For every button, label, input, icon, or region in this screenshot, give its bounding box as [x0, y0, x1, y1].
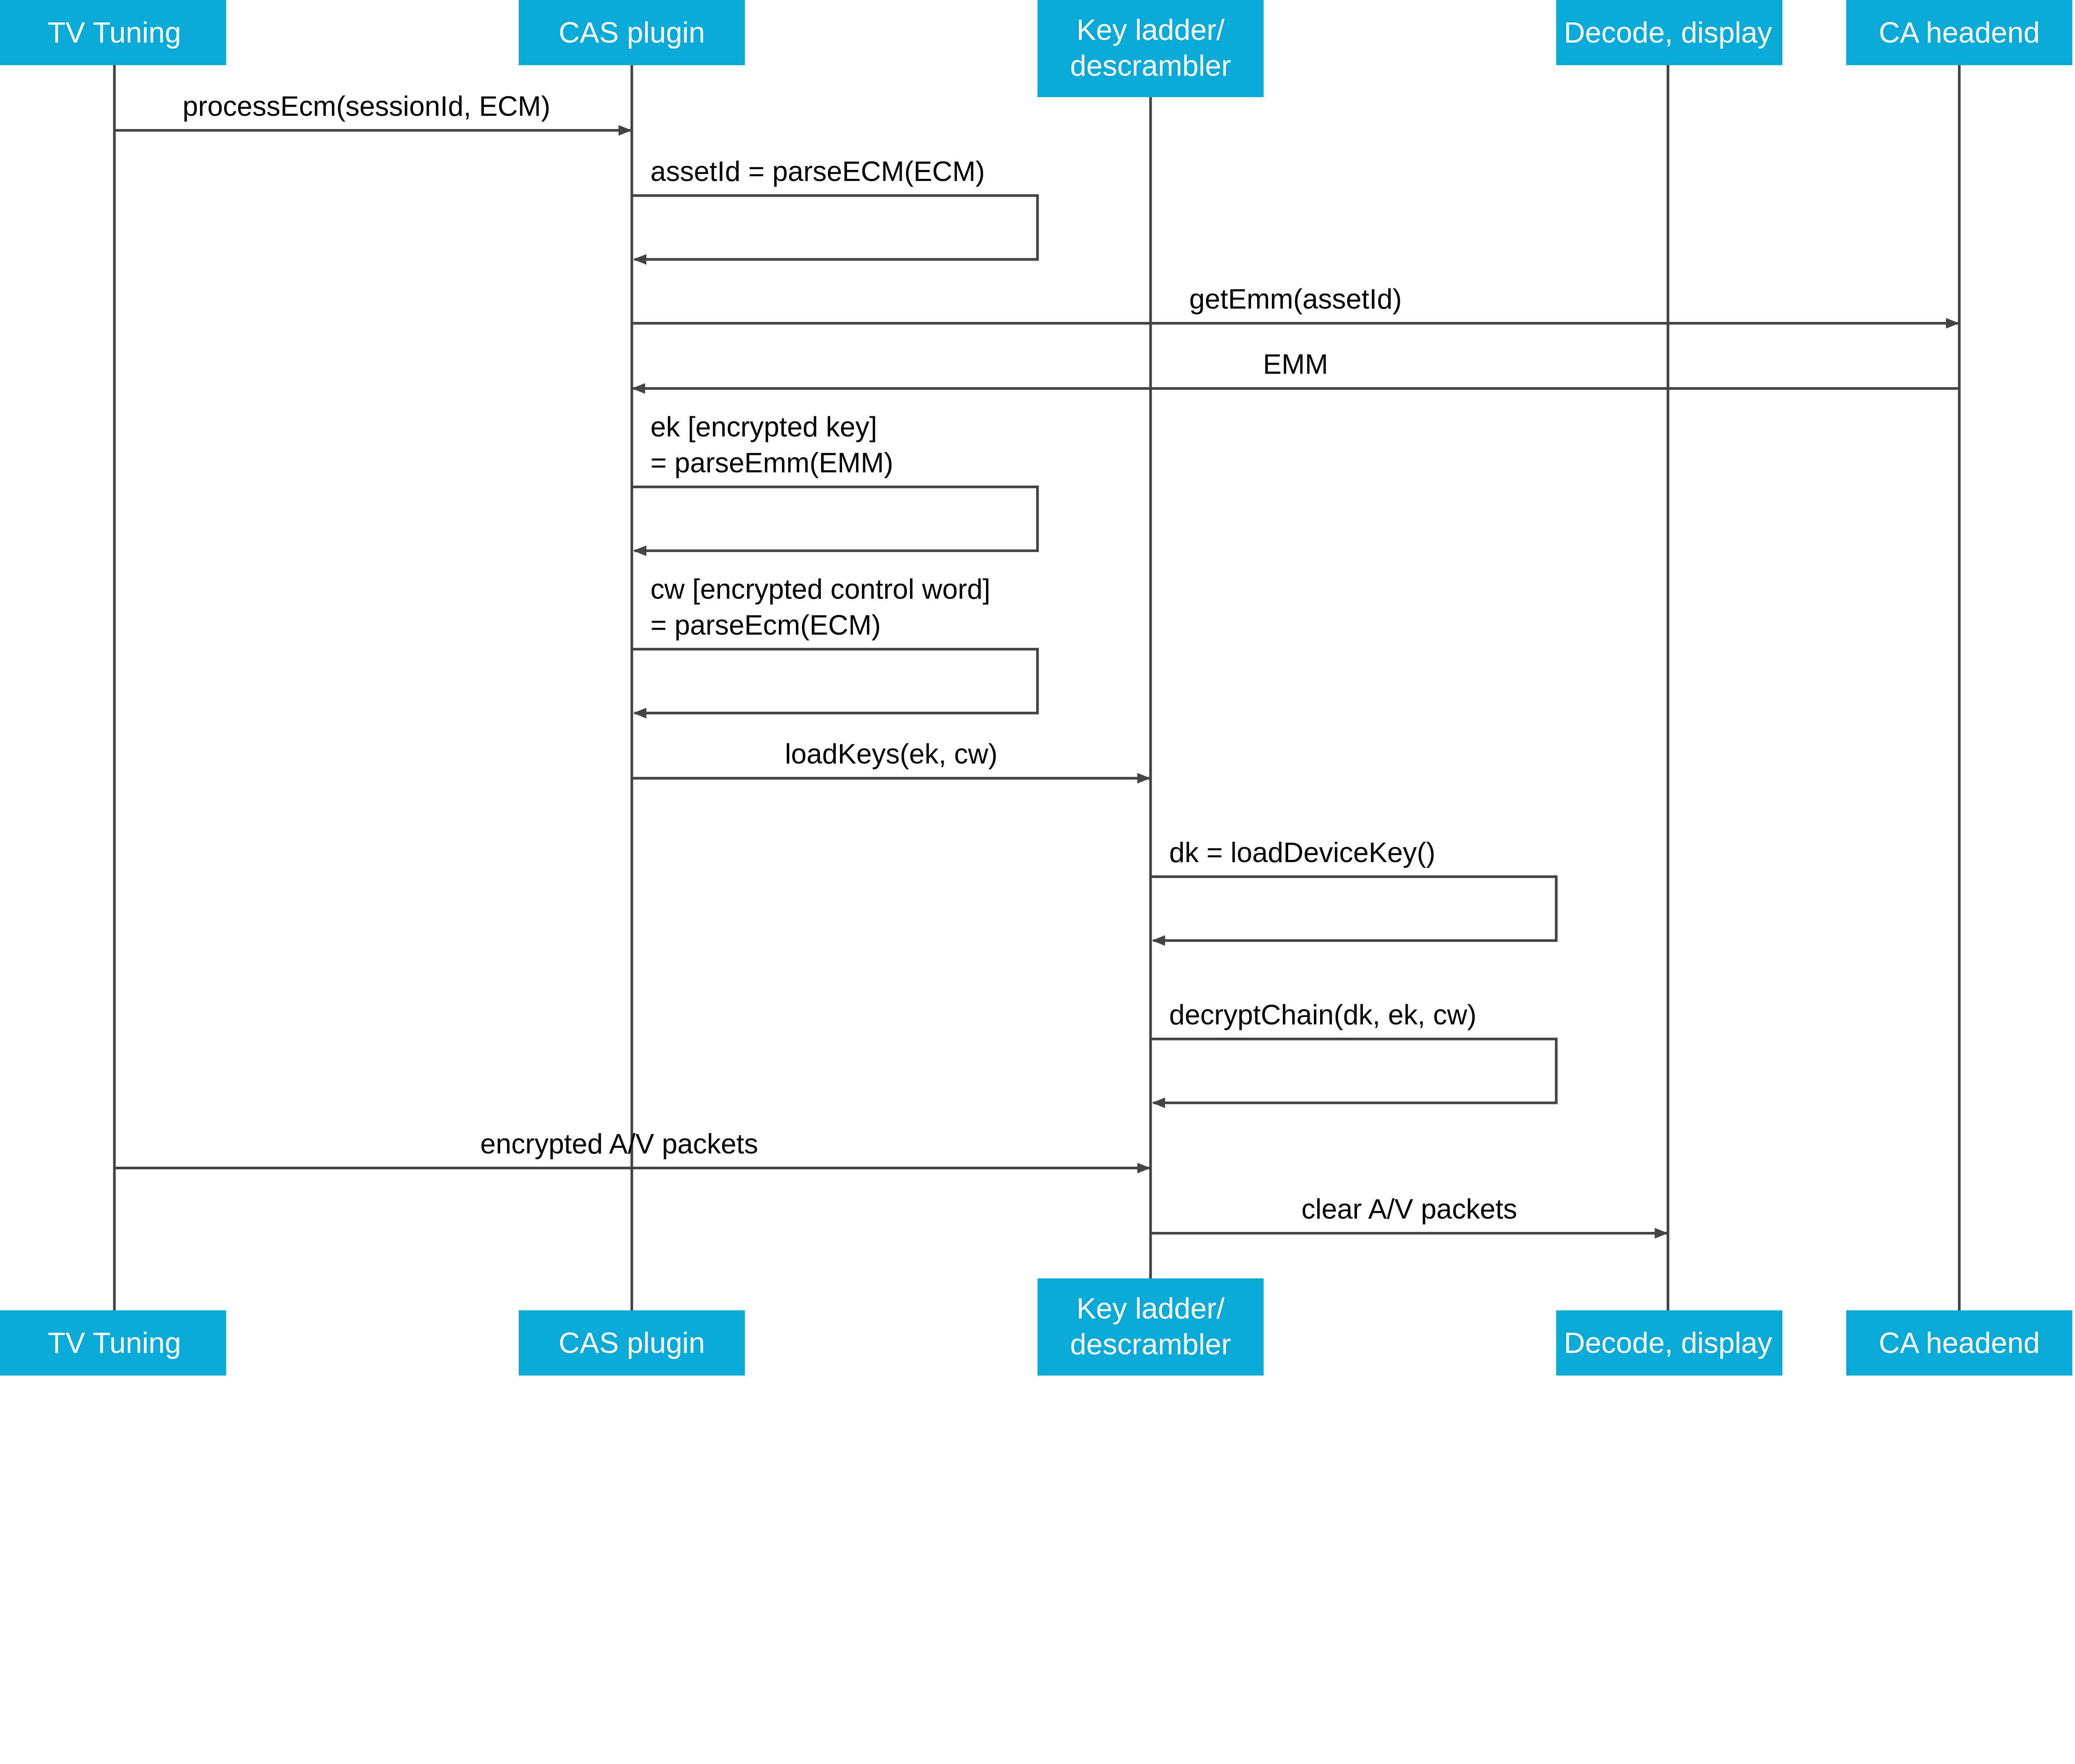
message-5: ek [encrypted key] = parseEmm(EMM)	[632, 411, 1039, 556]
participant-label: Key ladder/	[1077, 1292, 1225, 1324]
participant-box	[1556, 1310, 1782, 1376]
participant-top-cas: CAS plugin	[518, 0, 745, 66]
participant-box	[1037, 0, 1264, 97]
message-label: EMM	[1263, 349, 1328, 380]
message-label: clear A/V packets	[1301, 1194, 1517, 1225]
message-label: decryptChain(dk, ek, cw)	[1169, 999, 1477, 1031]
participant-box	[1037, 1278, 1264, 1376]
participant-box	[1846, 0, 2073, 66]
participant-label: CAS plugin	[559, 1327, 705, 1359]
message-label: = parseEmm(EMM)	[650, 447, 893, 479]
message-label: loadKeys(ek, cw)	[785, 739, 997, 770]
participant-label: TV Tuning	[48, 1327, 181, 1359]
participant-label: Decode, display	[1564, 1327, 1772, 1359]
message-label: getEmm(assetId)	[1189, 284, 1402, 315]
participant-bottom-ca: CA headend	[1846, 1310, 2073, 1376]
participant-box	[0, 1310, 226, 1376]
participant-bottom-dec: Decode, display	[1556, 1310, 1782, 1376]
message-label: dk = loadDeviceKey()	[1169, 837, 1435, 868]
message-7: loadKeys(ek, cw)	[632, 739, 1151, 784]
participant-top-ca: CA headend	[1846, 0, 2073, 66]
message-3: getEmm(assetId)	[632, 284, 1960, 329]
participant-bottom-tv: TV Tuning	[0, 1310, 226, 1376]
participant-label: CAS plugin	[559, 16, 705, 49]
message-label: ek [encrypted key]	[650, 411, 877, 442]
participant-label: Key ladder/	[1077, 13, 1225, 46]
message-10: encrypted A/V packets	[114, 1129, 1151, 1173]
self-message-arrow	[632, 647, 1039, 718]
message-1: processEcm(sessionId, ECM)	[114, 91, 632, 136]
message-label: encrypted A/V packets	[480, 1129, 758, 1160]
participant-label: TV Tuning	[48, 16, 181, 49]
participant-top-tv: TV Tuning	[0, 0, 226, 66]
message-label: cw [encrypted control word]	[650, 574, 990, 605]
message-6: cw [encrypted control word] = parseEcm(EC…	[632, 574, 1039, 718]
message-4: EMM	[632, 349, 1960, 394]
participant-label: descrambler	[1070, 1328, 1231, 1361]
self-message-arrow	[1150, 1037, 1558, 1108]
participant-box	[1846, 1310, 2073, 1376]
participant-box	[0, 0, 226, 66]
message-label: = parseEcm(ECM)	[650, 610, 881, 641]
participant-label: CA headend	[1879, 16, 2040, 49]
message-label: assetId = parseECM(ECM)	[650, 156, 985, 187]
participant-label: descrambler	[1070, 49, 1231, 82]
message-11: clear A/V packets	[1150, 1194, 1668, 1239]
participant-top-key: Key ladder/descrambler	[1037, 0, 1264, 97]
self-message-arrow	[632, 194, 1039, 265]
participant-label: Decode, display	[1564, 16, 1772, 49]
participant-bottom-key: Key ladder/descrambler	[1037, 1278, 1264, 1376]
participant-top-dec: Decode, display	[1556, 0, 1782, 66]
self-message-arrow	[1150, 875, 1558, 946]
participant-label: CA headend	[1879, 1327, 2040, 1359]
participant-bottom-cas: CAS plugin	[518, 1310, 745, 1376]
message-label: processEcm(sessionId, ECM)	[183, 91, 550, 122]
participant-box	[518, 1310, 745, 1376]
participant-box	[1556, 0, 1782, 66]
participant-box	[518, 0, 745, 66]
self-message-arrow	[632, 485, 1039, 556]
message-2: assetId = parseECM(ECM)	[632, 156, 1039, 265]
message-9: decryptChain(dk, ek, cw)	[1150, 999, 1558, 1108]
message-8: dk = loadDeviceKey()	[1150, 837, 1558, 946]
